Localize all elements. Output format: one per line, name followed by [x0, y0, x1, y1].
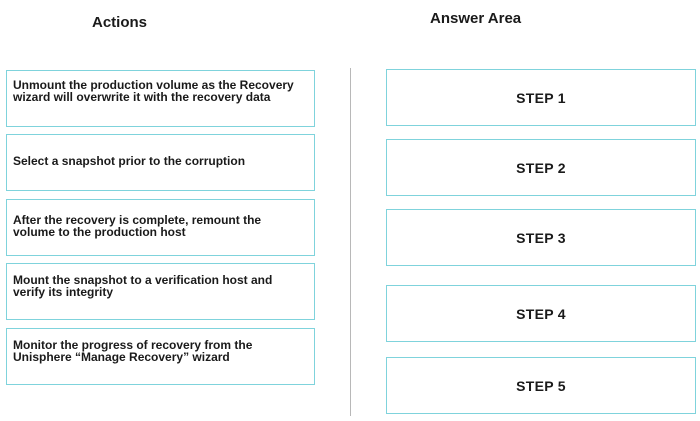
answer-step-4-dropzone[interactable]: STEP 4	[386, 285, 696, 342]
step-label: STEP 5	[516, 377, 566, 394]
action-item-label: Select a snapshot prior to the corruptio…	[13, 154, 246, 168]
answer-area-heading: Answer Area	[430, 10, 522, 27]
actions-heading: Actions	[92, 14, 148, 31]
action-item-label: Unmount the production volume as the Rec…	[13, 78, 294, 104]
action-item-mount-snapshot-verify[interactable]: Mount the snapshot to a verification hos…	[6, 263, 315, 320]
action-item-select-snapshot[interactable]: Select a snapshot prior to the corruptio…	[6, 134, 315, 191]
step-label: STEP 1	[516, 89, 566, 106]
action-item-unmount-production-volume[interactable]: Unmount the production volume as the Rec…	[6, 70, 315, 127]
action-item-label: Mount the snapshot to a verification hos…	[13, 273, 273, 299]
step-label: STEP 2	[516, 159, 566, 176]
action-item-remount-volume[interactable]: After the recovery is complete, remount …	[6, 199, 315, 256]
action-item-monitor-recovery[interactable]: Monitor the progress of recovery from th…	[6, 328, 315, 385]
answer-step-1-dropzone[interactable]: STEP 1	[386, 69, 696, 126]
answer-step-2-dropzone[interactable]: STEP 2	[386, 139, 696, 196]
step-label: STEP 3	[516, 229, 566, 246]
action-item-label: After the recovery is complete, remount …	[13, 213, 262, 239]
answer-step-5-dropzone[interactable]: STEP 5	[386, 357, 696, 414]
panel-divider	[350, 68, 351, 416]
answer-step-3-dropzone[interactable]: STEP 3	[386, 209, 696, 266]
action-item-label: Monitor the progress of recovery from th…	[13, 338, 253, 364]
step-label: STEP 4	[516, 305, 566, 322]
